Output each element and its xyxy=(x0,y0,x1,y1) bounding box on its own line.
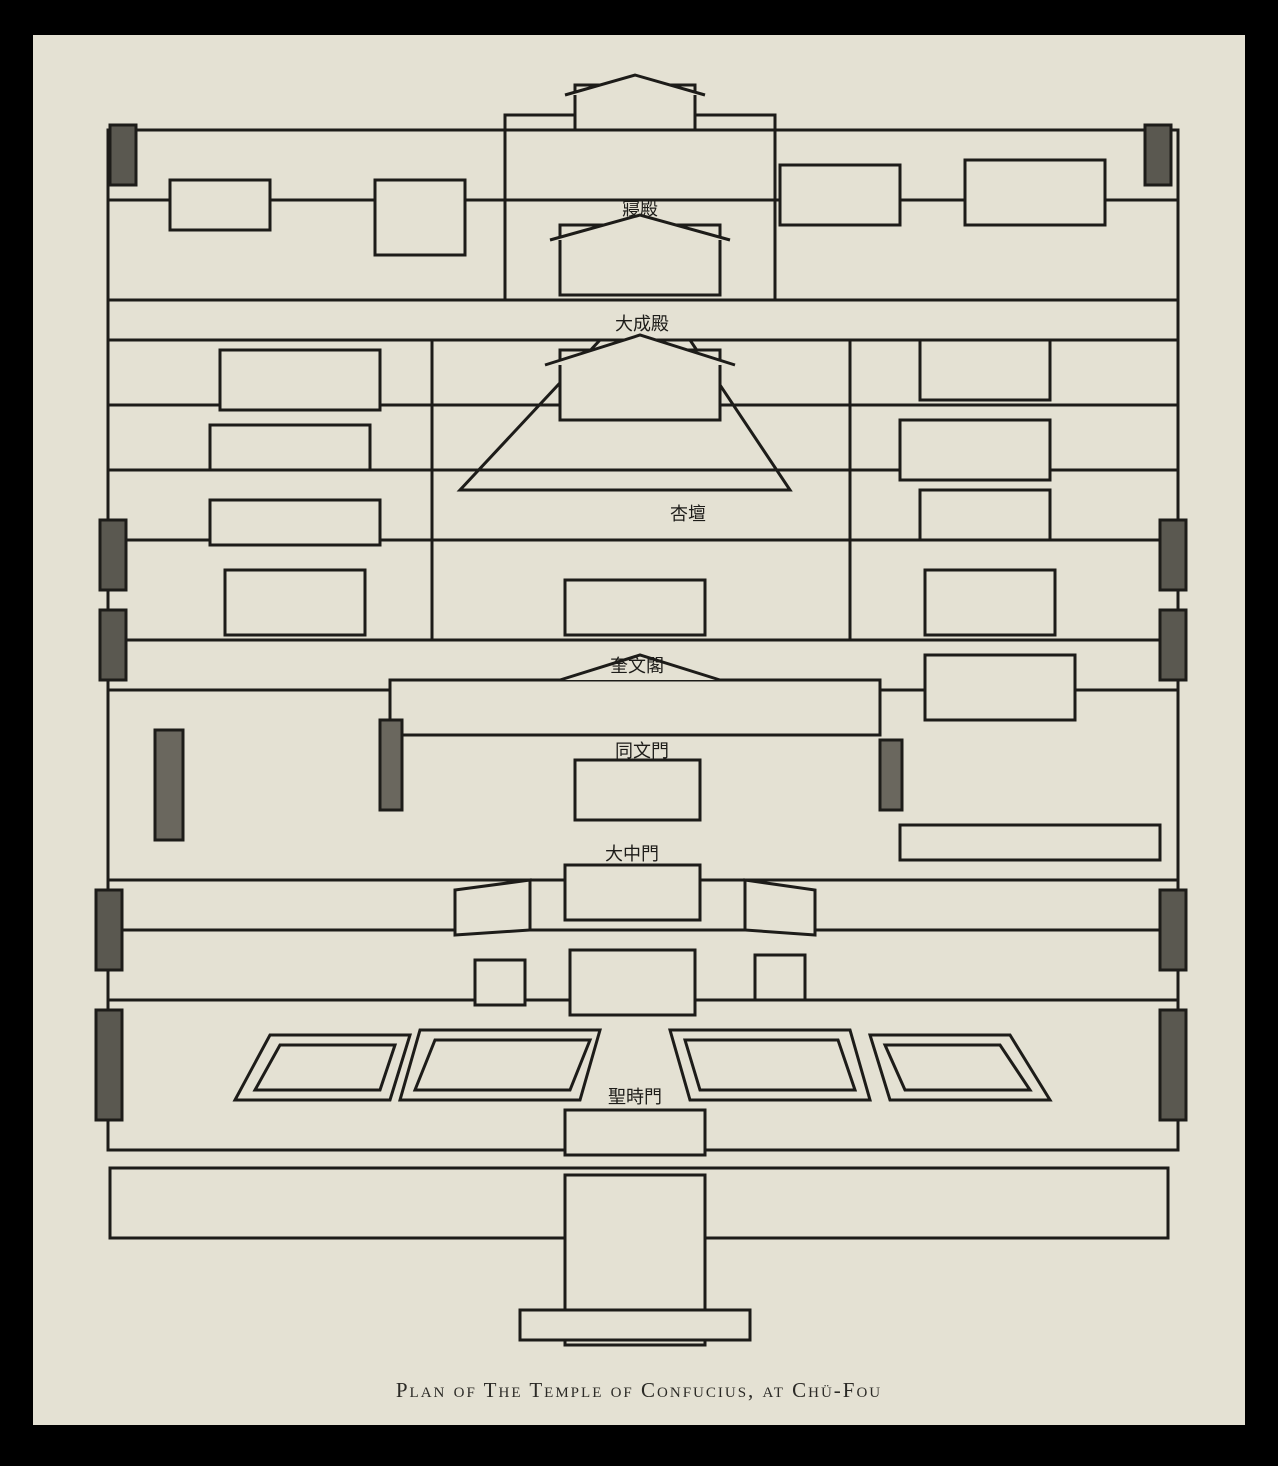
buildings xyxy=(168,73,1162,1347)
label-central-gate: 大中門 xyxy=(605,844,659,865)
corner-towers xyxy=(94,123,1188,1122)
label-apricot-altar: 杏壇 xyxy=(670,504,706,525)
label-main-hall: 大成殿 xyxy=(615,314,669,335)
label-shengshi-gate: 聖時門 xyxy=(608,1087,662,1108)
stele xyxy=(878,738,904,812)
ponds xyxy=(232,1028,1053,1102)
label-library: 奎文閣 xyxy=(610,656,664,677)
label-tongwen-gate: 同文門 xyxy=(615,741,669,762)
figure-caption: Plan of The Temple of Confucius, at Chü-… xyxy=(395,1378,883,1402)
stele xyxy=(153,728,185,842)
stele xyxy=(378,718,404,812)
label-rear-hall: 寢殿 xyxy=(622,199,658,220)
